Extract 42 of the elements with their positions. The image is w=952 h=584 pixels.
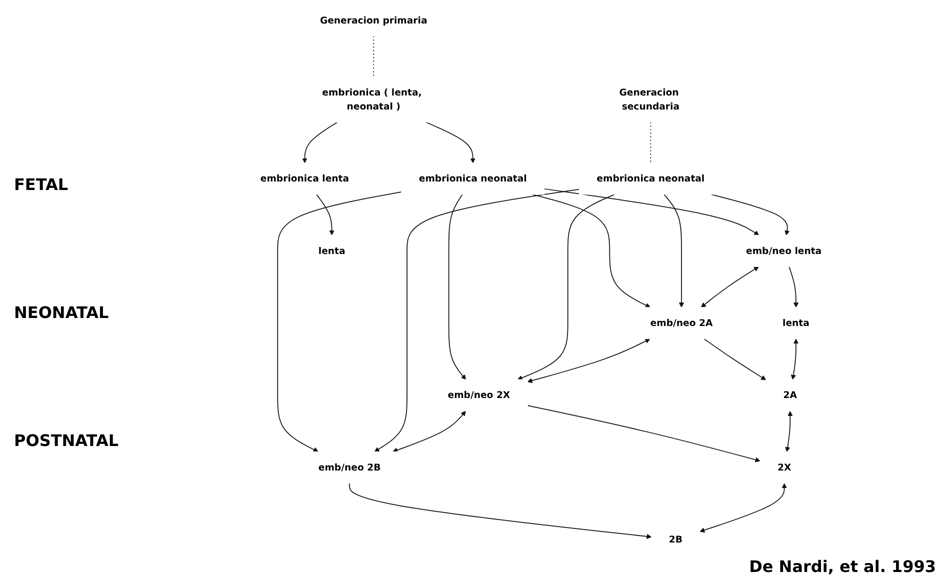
stage-label: FETAL	[14, 174, 70, 194]
arrow	[392, 410, 466, 453]
arrow	[425, 122, 476, 164]
arrow	[532, 194, 650, 308]
node-text: embrionica ( lenta, neonatal )	[322, 86, 422, 112]
arrow	[316, 194, 334, 236]
arrow	[664, 194, 684, 308]
arrow	[277, 191, 402, 452]
node-text: embrionica neonatal	[596, 172, 705, 184]
node-text: emb/neo 2A	[650, 317, 713, 328]
arrow	[448, 194, 466, 380]
node-text: 2A	[783, 389, 797, 400]
arrow	[710, 194, 790, 236]
node-text: embrionica lenta	[260, 172, 350, 184]
arrow	[790, 338, 799, 380]
arrow	[374, 188, 580, 452]
arrow	[517, 194, 616, 380]
arrow	[527, 338, 650, 384]
node-text: embrionica neonatal	[418, 172, 527, 184]
arrow	[700, 483, 787, 533]
node-text: 2B	[668, 534, 682, 545]
arrow	[349, 482, 652, 539]
arrow	[788, 266, 799, 308]
node-text: Generacion secundaria	[619, 86, 680, 112]
arrow	[302, 122, 338, 164]
node-text: emb/neo lenta	[746, 245, 822, 256]
node-text: lenta	[782, 317, 810, 328]
node-text: emb/neo 2X	[448, 389, 510, 400]
arrow	[785, 410, 793, 452]
node-text: Generacion primaria	[320, 14, 428, 26]
stage-label: NEONATAL	[14, 302, 110, 322]
arrow	[700, 266, 759, 308]
arrow	[703, 338, 766, 380]
node-text: emb/neo 2B	[318, 462, 381, 473]
connector	[373, 36, 374, 78]
source-caption: De Nardi, et al. 1993	[749, 557, 936, 576]
connector	[650, 122, 652, 164]
stage-label: POSTNATAL	[14, 430, 120, 450]
node-text: lenta	[318, 245, 346, 256]
arrow	[527, 405, 760, 462]
arrow	[544, 188, 760, 236]
node-text: 2X	[777, 462, 792, 473]
